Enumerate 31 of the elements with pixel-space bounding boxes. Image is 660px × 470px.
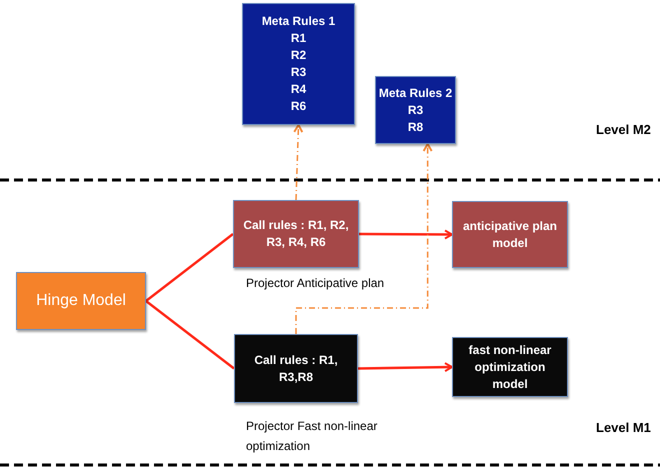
connector-line <box>145 300 235 370</box>
dash-dot-arrow <box>293 124 304 200</box>
box-title: Meta Rules 2 <box>378 84 452 102</box>
process-box <box>234 334 358 403</box>
box-title: Call rules : R1, R3,R8 <box>253 352 339 386</box>
process-box <box>16 272 146 330</box>
rule-name: R1 <box>290 30 306 47</box>
level-label: Level M2 <box>596 121 651 139</box>
box-title: fast non-linear optimization model <box>468 342 552 392</box>
rule-name: R6 <box>290 98 306 115</box>
process-box <box>452 201 568 268</box>
process-box <box>375 76 456 144</box>
node-caption: Projector Anticipative plan <box>246 275 386 292</box>
process-box <box>452 337 568 397</box>
rule-name: R4 <box>290 81 306 98</box>
box-title: Meta Rules 1 <box>262 13 336 30</box>
rule-name: R8 <box>408 118 424 136</box>
box-title: Hinge Model <box>36 291 126 311</box>
rule-name: R3 <box>408 102 424 118</box>
arrow <box>359 229 453 240</box>
rule-name: R2 <box>290 47 306 64</box>
box-title: anticipative plan model <box>462 218 558 252</box>
box-title: Call rules : R1, R2, R3, R4, R6 <box>242 217 350 251</box>
rule-name: R3 <box>290 64 306 81</box>
arrow <box>358 362 453 372</box>
process-box <box>242 3 355 125</box>
process-box <box>233 200 359 268</box>
node-caption: Projector Fast non-linear optimization <box>246 418 378 455</box>
dash-dot-arrow <box>295 143 433 334</box>
level-label: Level M1 <box>596 419 651 437</box>
connector-line <box>145 233 234 302</box>
